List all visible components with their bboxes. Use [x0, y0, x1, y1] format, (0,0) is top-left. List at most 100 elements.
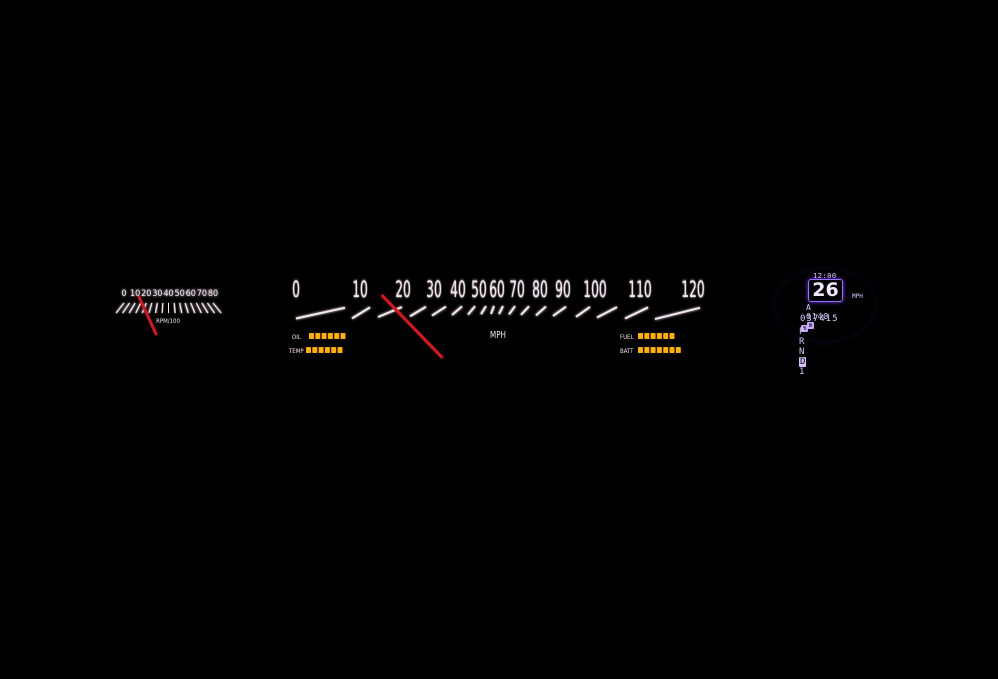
speedo-tick-label: 80 [532, 278, 548, 303]
speedo-tick-label: 60 [489, 278, 505, 303]
tach-tick-label: 80 [208, 289, 218, 299]
tach-tick-mark [161, 302, 164, 314]
speedo-tick-label: 100 [583, 278, 606, 303]
tach-tick-mark [206, 302, 216, 314]
speedo-tick-label: 30 [426, 278, 442, 303]
tach-tick-label: 60 [186, 289, 196, 299]
tach-tick-mark [122, 302, 131, 314]
speedo-tick-label: 90 [555, 278, 571, 303]
speedo-tick-label: 40 [450, 278, 466, 303]
gear-option: 1 [799, 367, 805, 377]
bar-gauge-segment [663, 347, 669, 353]
bar-gauge-segment [669, 347, 675, 353]
speedo-tick-mark [351, 306, 371, 320]
tach-tick-mark [128, 302, 136, 314]
tach-unit-label: RPM/100 [156, 318, 180, 325]
speedo-tick-mark [624, 306, 649, 320]
gear-selected: D [799, 357, 807, 367]
bar-gauge-segment [644, 347, 650, 353]
gear-option: R [799, 337, 805, 347]
speedo-tick-mark [535, 305, 547, 317]
tach-tick-mark [212, 302, 222, 314]
speedo-tick-mark [431, 305, 447, 317]
bar-gauge-segment [324, 347, 330, 353]
bar-gauges: OIL TEMP FUEL BATT [288, 333, 681, 355]
speedo-tick-label: 110 [628, 278, 651, 303]
tach-tick-mark [195, 302, 202, 314]
gear-option: N [799, 347, 805, 357]
digital-speed-unit: MPH [852, 293, 863, 300]
speedo-tick-mark [520, 305, 530, 316]
bar-gauge-label: FUEL [620, 334, 633, 341]
gear-indicator: PRND1 [799, 327, 810, 377]
bar-gauge-segment [327, 333, 333, 339]
odometer: 037415m [800, 314, 839, 334]
bar-gauge-segment [663, 333, 669, 339]
bar-gauge-segment [644, 333, 650, 339]
tach-tick-label: 10 [130, 289, 140, 299]
trip-prefix: A [806, 303, 812, 312]
speedo-tick-label: 20 [395, 278, 411, 303]
speedo-tick-label: 10 [352, 278, 368, 303]
digital-speed-readout: 26 [808, 279, 843, 302]
tach-needle [137, 295, 158, 336]
tach-tick-mark [135, 302, 142, 314]
bar-gauge-label: TEMP [288, 348, 304, 355]
speedo-tick-mark [480, 305, 487, 315]
bar-gauge-segment [669, 333, 675, 339]
speedo-tick-mark [467, 305, 476, 316]
bar-gauge-segment [650, 333, 656, 339]
speedo-tick-mark [490, 305, 495, 315]
tach-tick-mark [148, 302, 153, 314]
bar-gauge-segment [638, 347, 643, 353]
bar-gauge-segment [309, 333, 314, 339]
tach-tick-mark [201, 302, 209, 314]
bar-gauge-segment [675, 347, 681, 353]
speedo-tick-label: 120 [681, 278, 704, 303]
bar-gauge-segment [334, 333, 340, 339]
tach-tick-mark [178, 302, 183, 314]
gear-option: P [799, 327, 805, 337]
speedo-tick-mark [552, 305, 567, 317]
tach-tick-mark [190, 302, 196, 314]
mile-box-icon: m [807, 322, 814, 329]
speedo-tick-mark [508, 305, 516, 315]
bar-gauge-segment [306, 347, 311, 353]
tach-tick-label: 50 [174, 289, 184, 299]
bar-gauge-segment [315, 333, 321, 339]
bar-gauge-segment [656, 347, 662, 353]
odometer-value: 037415 [800, 314, 839, 324]
speedo-tick-mark [409, 305, 427, 318]
bar-gauge-segment [331, 347, 337, 353]
bar-gauge-segment [337, 347, 343, 353]
bar-gauge-segment [312, 347, 318, 353]
bar-gauge-segment [638, 333, 643, 339]
speedo-tick-mark [377, 306, 403, 318]
tach-tick-label: 0 [121, 289, 126, 299]
bar-gauge-segment [340, 333, 346, 339]
speedo-unit-label: MPH [490, 330, 506, 341]
speedo-tick-mark [654, 306, 701, 321]
bar-gauge-segment [656, 333, 662, 339]
speedo-tick-label: 50 [471, 278, 487, 303]
bar-gauge-label: BATT [620, 348, 634, 355]
speedo-tick-mark [451, 305, 463, 316]
bar-gauge-segment [318, 347, 324, 353]
speedo-tick-label: 0 [292, 278, 300, 303]
mile-box-icon: m [801, 325, 808, 332]
trip-value: 0148 [806, 312, 830, 321]
speedo-tick-mark [295, 306, 346, 320]
bar-gauge-label: OIL [292, 334, 301, 341]
tach-tick-mark [115, 302, 125, 314]
speedo-needle [381, 294, 444, 359]
clock-readout: 12:00 [813, 272, 837, 280]
tach-tick-mark [173, 302, 176, 314]
tach-tick-label: 20 [141, 289, 151, 299]
tach-tick-label: 40 [163, 289, 173, 299]
tach-tick-mark [184, 302, 189, 314]
tach-tick-label: 70 [197, 289, 207, 299]
